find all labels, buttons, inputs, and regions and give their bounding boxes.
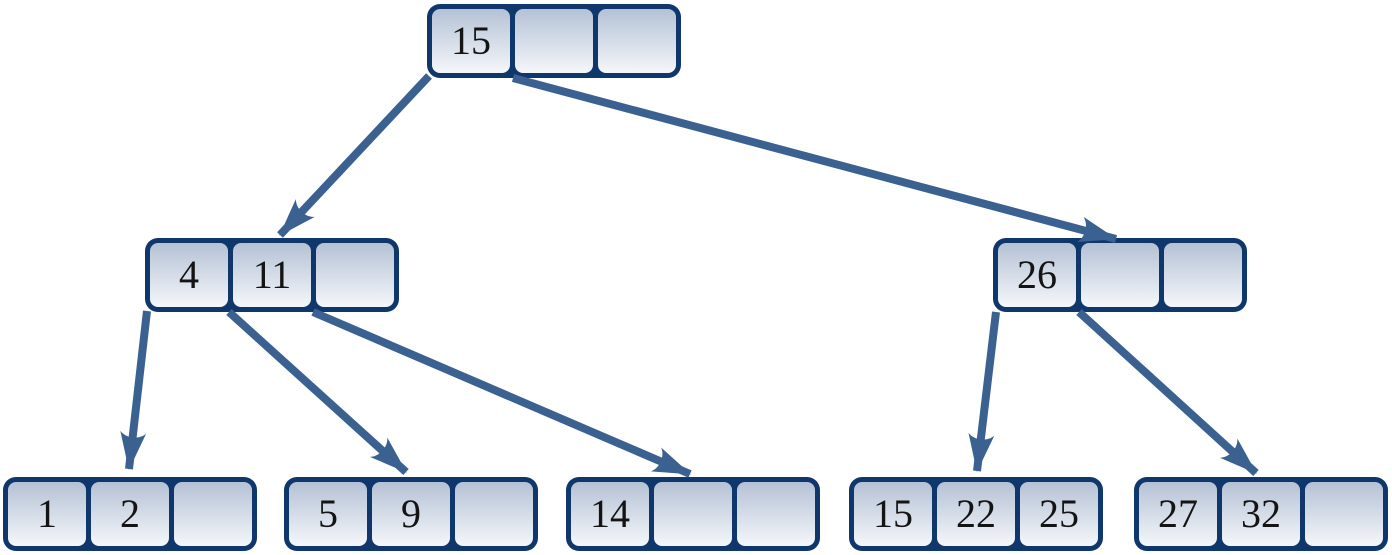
btree-node-leaf-4: 15 22 25	[849, 477, 1103, 551]
key-cell: 32	[1222, 482, 1300, 546]
edge-root-to-left	[277, 73, 432, 238]
key-cell-empty	[174, 482, 252, 546]
key-cell-empty	[515, 9, 593, 73]
key-cell: 4	[150, 243, 228, 307]
key-cell: 5	[289, 482, 367, 546]
edge-right-to-leaf4	[968, 311, 1000, 472]
btree-node-internal-right: 26	[993, 238, 1247, 312]
key-cell: 26	[998, 243, 1076, 307]
edge-left-to-leaf2	[226, 309, 409, 475]
edge-left-to-leaf3	[311, 308, 692, 478]
key-cell: 15	[854, 482, 932, 546]
edge-root-to-right	[511, 74, 1118, 243]
btree-node-internal-left: 4 11	[145, 238, 399, 312]
key-cell-empty	[654, 482, 732, 546]
btree-node-leaf-1: 1 2	[3, 477, 257, 551]
key-cell-empty	[1305, 482, 1383, 546]
key-cell: 25	[1020, 482, 1098, 546]
btree-node-leaf-3: 14	[566, 477, 820, 551]
key-cell-empty	[1081, 243, 1159, 307]
edge-right-to-leaf5	[1076, 309, 1259, 476]
key-cell-empty	[316, 243, 394, 307]
key-cell: 9	[372, 482, 450, 546]
btree-node-leaf-2: 5 9	[284, 477, 538, 551]
key-cell-empty	[1164, 243, 1242, 307]
key-cell: 27	[1139, 482, 1217, 546]
key-cell: 14	[571, 482, 649, 546]
key-cell: 1	[8, 482, 86, 546]
key-cell-empty	[737, 482, 815, 546]
key-cell: 11	[233, 243, 311, 307]
edge-left-to-leaf1	[120, 310, 151, 470]
key-cell-empty	[598, 9, 676, 73]
btree-node-root: 15	[427, 4, 681, 78]
btree-node-leaf-5: 27 32	[1134, 477, 1388, 551]
key-cell: 15	[432, 9, 510, 73]
key-cell: 22	[937, 482, 1015, 546]
key-cell-empty	[455, 482, 533, 546]
key-cell: 2	[91, 482, 169, 546]
